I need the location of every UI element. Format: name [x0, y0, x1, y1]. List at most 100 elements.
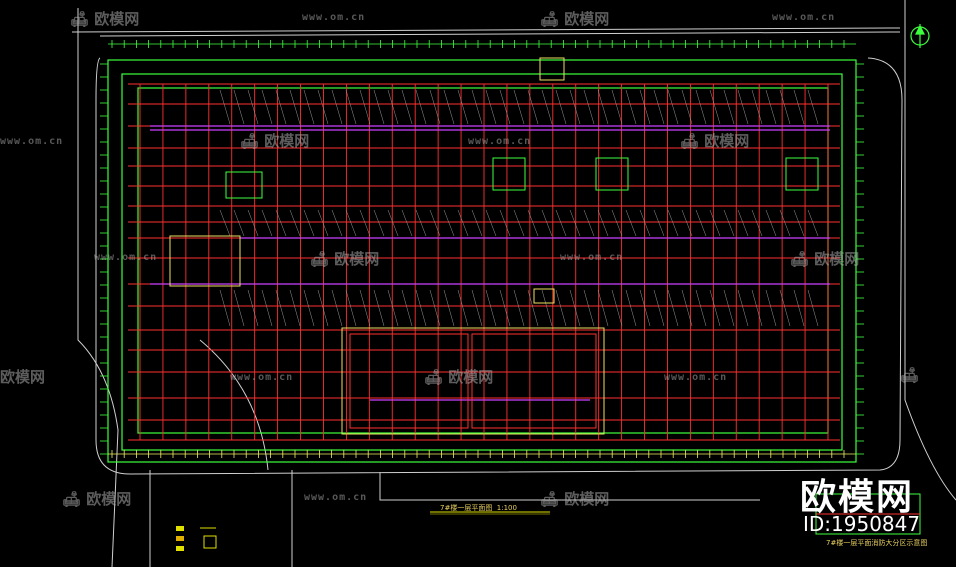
watermark-logo-icon: 🛋	[540, 490, 560, 508]
watermark-url: www.om.cn	[230, 372, 294, 383]
ramp-hatch	[541, 89, 553, 125]
watermark-logo: 🛋 欧模网	[540, 490, 610, 508]
ramp-hatch	[247, 89, 259, 125]
ramp-hatch	[723, 209, 735, 237]
ramp-hatch	[485, 289, 497, 327]
brand-id: ID:1950847	[803, 512, 921, 536]
ramp-hatch	[639, 89, 651, 125]
ramp-hatch	[583, 289, 595, 327]
ramp-hatch	[499, 209, 511, 237]
watermark-logo-icon: 🛋	[790, 250, 810, 268]
ramp-hatch	[275, 89, 287, 125]
ramp-hatch	[289, 289, 301, 327]
ramp-hatch	[555, 289, 567, 327]
watermark-logo: 🛋 欧模网	[62, 490, 132, 508]
ramp-hatch	[303, 89, 315, 125]
ramp-hatch	[807, 289, 819, 327]
watermark-logo: 🛋 欧模网	[310, 250, 380, 268]
ramp-hatch	[387, 289, 399, 327]
ramp-hatch	[541, 289, 553, 327]
watermark-url: www.om.cn	[468, 136, 532, 147]
ramp-hatch	[751, 289, 763, 327]
ramp-hatch	[345, 89, 357, 125]
ramp-hatch	[457, 209, 469, 237]
ramp-hatch	[667, 89, 679, 125]
ramp-hatch	[751, 89, 763, 125]
ramp-hatch	[513, 89, 525, 125]
ramp-hatch	[793, 209, 805, 237]
ramp-hatch	[219, 89, 231, 125]
ramp-hatch	[275, 209, 287, 237]
ramp-hatch	[471, 289, 483, 327]
ramp-hatch	[415, 209, 427, 237]
ramp-hatch	[737, 209, 749, 237]
ramp-hatch	[331, 209, 343, 237]
ramp-hatch	[569, 209, 581, 237]
watermark-url: www.om.cn	[0, 136, 64, 147]
ramp-hatch	[681, 289, 693, 327]
watermark-url: www.om.cn	[772, 12, 836, 23]
legend-block	[176, 526, 217, 551]
watermark-logo-icon: 🛋	[310, 250, 330, 268]
watermark-logo-icon: 🛋	[680, 132, 700, 150]
pipe-runs	[150, 125, 830, 401]
north-arrow-icon	[910, 24, 930, 48]
ramp-hatch	[261, 289, 273, 327]
ramp-hatch	[793, 89, 805, 125]
site-boundary	[71, 0, 956, 567]
watermark-logo-icon: 🛋	[62, 490, 82, 508]
ramp-hatch	[219, 289, 231, 327]
ramp-hatch	[779, 209, 791, 237]
ramp-hatch	[639, 289, 651, 327]
ramp-hatch	[681, 89, 693, 125]
ramp-hatch	[359, 209, 371, 237]
watermark-logo-icon: 🛋	[424, 368, 444, 386]
ramp-hatch	[317, 89, 329, 125]
ramp-hatch	[359, 89, 371, 125]
ramp-hatch	[275, 289, 287, 327]
ramp-hatch	[611, 89, 623, 125]
ramp-hatch	[653, 89, 665, 125]
ramp-hatch	[653, 209, 665, 237]
ramp-hatch	[373, 289, 385, 327]
ramp-hatch	[723, 89, 735, 125]
ramp-hatch	[429, 209, 441, 237]
ramp-hatch	[471, 209, 483, 237]
watermark-logo: 🛋 欧模网	[70, 10, 140, 28]
ramp-hatch	[765, 209, 777, 237]
ramp-hatch	[443, 289, 455, 327]
ramp-hatch	[317, 289, 329, 327]
ramp-hatch	[289, 89, 301, 125]
ramp-hatch	[737, 289, 749, 327]
watermark-url: www.om.cn	[94, 252, 158, 263]
ramp-hatch	[387, 89, 399, 125]
ramp-hatch	[261, 209, 273, 237]
ramp-hatch	[499, 289, 511, 327]
ramp-hatch	[723, 289, 735, 327]
ramp-hatch	[793, 289, 805, 327]
ramp-hatch	[317, 209, 329, 237]
watermark-logo-icon: 🛋	[240, 132, 260, 150]
ramp-hatch	[429, 89, 441, 125]
secondary-plan-frame	[815, 493, 921, 535]
plan-title: 7#楼一层平面图 1:100	[440, 504, 517, 512]
watermark-logo: 🛋 欧模网	[240, 132, 310, 150]
ramp-hatch	[401, 209, 413, 237]
ramp-hatch	[359, 289, 371, 327]
ramp-hatch	[527, 89, 539, 125]
ramp-hatch	[261, 89, 273, 125]
watermark-url: www.om.cn	[302, 12, 366, 23]
ramp-hatch	[233, 289, 245, 327]
watermark-logo: 🛋 欧模网	[680, 132, 750, 150]
ramp-hatch	[331, 89, 343, 125]
ramp-hatch	[303, 289, 315, 327]
ramp-hatch	[331, 289, 343, 327]
ramp-hatch	[387, 209, 399, 237]
ramp-hatch	[541, 209, 553, 237]
watermark-logo-icon: 🛋	[70, 10, 90, 28]
ramp-hatch	[611, 289, 623, 327]
lower-block	[169, 57, 819, 435]
ramp-hatch	[513, 209, 525, 237]
ramp-hatch	[779, 89, 791, 125]
